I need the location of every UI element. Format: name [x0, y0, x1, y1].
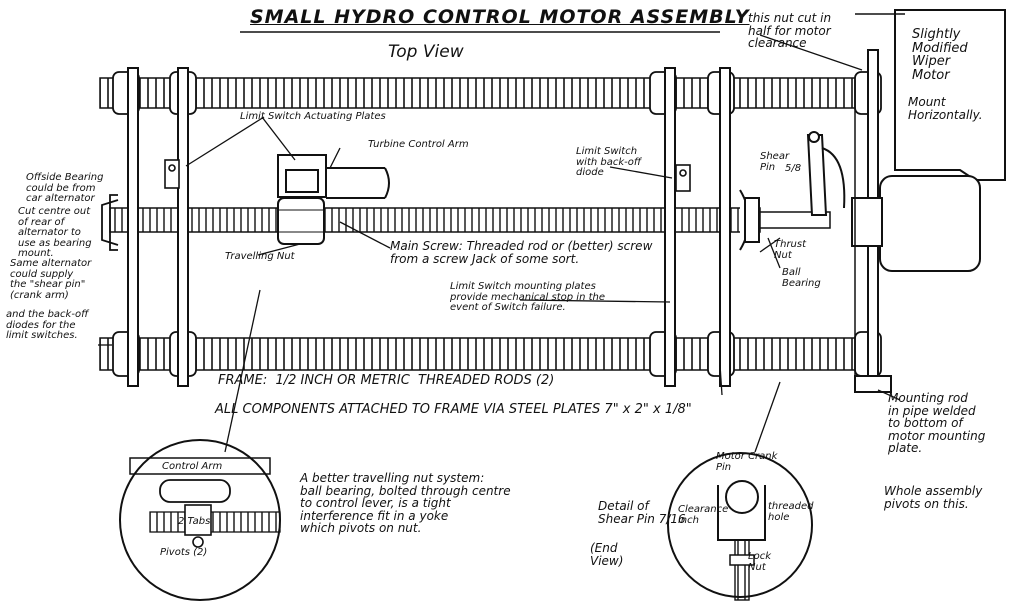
- note-mounting-rod: Mounting rod in pipe welded to bottom of…: [888, 391, 986, 456]
- label-shear-pin-size: 5/8: [785, 163, 802, 174]
- label-wiper-motor: Slightly Modified Wiper Motor: [912, 27, 968, 83]
- note-all-components: ALL COMPONENTS ATTACHED TO FRAME VIA STE…: [215, 402, 692, 417]
- label-two-tabs: 2 Tabs: [178, 516, 211, 527]
- note-better-nut: A better travelling nut system: ball bea…: [300, 471, 511, 536]
- note-cut-centre: Cut centre out of rear of alternator to …: [18, 206, 92, 259]
- thrust-bearing: [739, 189, 760, 251]
- wiper-motor: [851, 9, 1006, 393]
- label-motor-crank-pin: Motor Crank Pin: [716, 451, 778, 473]
- crank-arm: [806, 131, 846, 216]
- label-end-view: (End View): [590, 541, 624, 568]
- label-shear-pin: Shear Pin: [760, 151, 790, 173]
- label-mount-horizontally: Mount Horizontally.: [908, 95, 983, 122]
- limit-switch-right: [675, 164, 691, 192]
- note-limit-mount-plates: Limit Switch mounting plates provide mec…: [450, 281, 605, 313]
- label-travelling-nut: Travelling Nut: [225, 251, 295, 262]
- label-detail-shear-pin: Detail of Shear Pin 7/16: [598, 499, 686, 526]
- label-limit-plates: Limit Switch Actuating Plates: [240, 111, 386, 122]
- label-control-arm: Control Arm: [162, 461, 223, 472]
- label-ball-bearing: Ball Bearing: [782, 267, 821, 289]
- detail-shear-pin: [667, 452, 813, 601]
- diagram-title: SMALL HYDRO CONTROL MOTOR ASSEMBLY: [250, 6, 750, 28]
- travelling-nut: [277, 197, 325, 245]
- label-pivots: Pivots (2): [160, 547, 208, 558]
- label-thrust-nut: Thrust Nut: [774, 239, 807, 261]
- offside-bearing: [101, 194, 119, 251]
- top-frame-rod: [99, 77, 881, 109]
- label-main-screw: Main Screw: Threaded rod or (better) scr…: [390, 239, 653, 266]
- leader-lines: [98, 34, 901, 453]
- label-lock-nut: Lock Nut: [748, 551, 771, 573]
- label-threaded-hole: threaded hole: [768, 501, 814, 523]
- label-limit-switch: Limit Switch with back-off diode: [576, 146, 642, 178]
- note-whole-assembly: Whole assembly pivots on this.: [884, 484, 983, 511]
- detail-travelling-nut: [119, 439, 281, 601]
- label-turbine-arm: Turbine Control Arm: [368, 139, 469, 150]
- note-back-off-diodes: and the back-off diodes for the limit sw…: [6, 309, 89, 341]
- view-label: Top View: [388, 42, 464, 62]
- actuating-plates: [277, 154, 390, 199]
- note-offside-bearing: Offside Bearing could be from car altern…: [26, 172, 104, 204]
- note-same-alternator: Same alternator could supply the "shear …: [10, 258, 92, 301]
- label-frame: FRAME: 1/2 INCH OR METRIC THREADED RODS …: [218, 373, 555, 388]
- note-nut-cut: this nut cut in half for motor clearance: [748, 11, 832, 51]
- limit-switch-left: [164, 159, 180, 189]
- bottom-frame-rod: [99, 337, 881, 371]
- label-clearance: Clearance inch: [678, 504, 729, 526]
